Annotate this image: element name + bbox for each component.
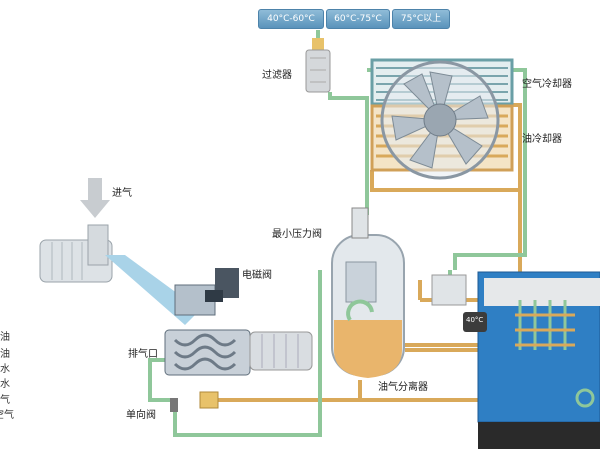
min-pressure-valve-label: 最小压力阀 [272, 229, 322, 240]
legend-item: 空气 [0, 410, 14, 421]
dryer-cabinet-icon [477, 271, 600, 449]
compressor-icon [164, 284, 313, 376]
thermometer-readout: 40°C [466, 316, 484, 324]
check-valve-icon [170, 391, 219, 412]
filter-label: 过滤器 [262, 70, 292, 81]
legend-item: 油 [0, 349, 10, 360]
legend-item: 水 [0, 364, 10, 375]
temp-button-40-60[interactable]: 40°C-60°C [258, 9, 324, 29]
intake-label: 进气 [112, 188, 132, 199]
legend-item: 气 [0, 395, 10, 406]
temp-button-60-75[interactable]: 60°C-75°C [326, 9, 390, 29]
fan-icon [380, 60, 500, 180]
legend-item: 油 [0, 332, 10, 343]
intake-filter-icon [39, 224, 113, 283]
thermometer-icon [463, 312, 487, 332]
exhaust-port-label: 排气口 [128, 349, 158, 360]
filter-icon [305, 38, 331, 93]
separator-label: 油气分离器 [378, 382, 428, 393]
legend-item: 水 [0, 379, 10, 390]
intake-arrow-icon [80, 178, 110, 218]
oil-cooler-label: 油冷却器 [522, 134, 562, 145]
air-cooler-label: 空气冷却器 [522, 79, 572, 90]
thermostatic-valve-icon [431, 274, 467, 306]
separator-tank-icon [331, 207, 405, 378]
solenoid-valve-label: 电磁阀 [242, 270, 272, 281]
solenoid-valve-icon [205, 268, 239, 302]
temp-button-75-plus[interactable]: 75°C以上 [392, 9, 450, 29]
check-valve-label: 单向阀 [126, 410, 156, 421]
